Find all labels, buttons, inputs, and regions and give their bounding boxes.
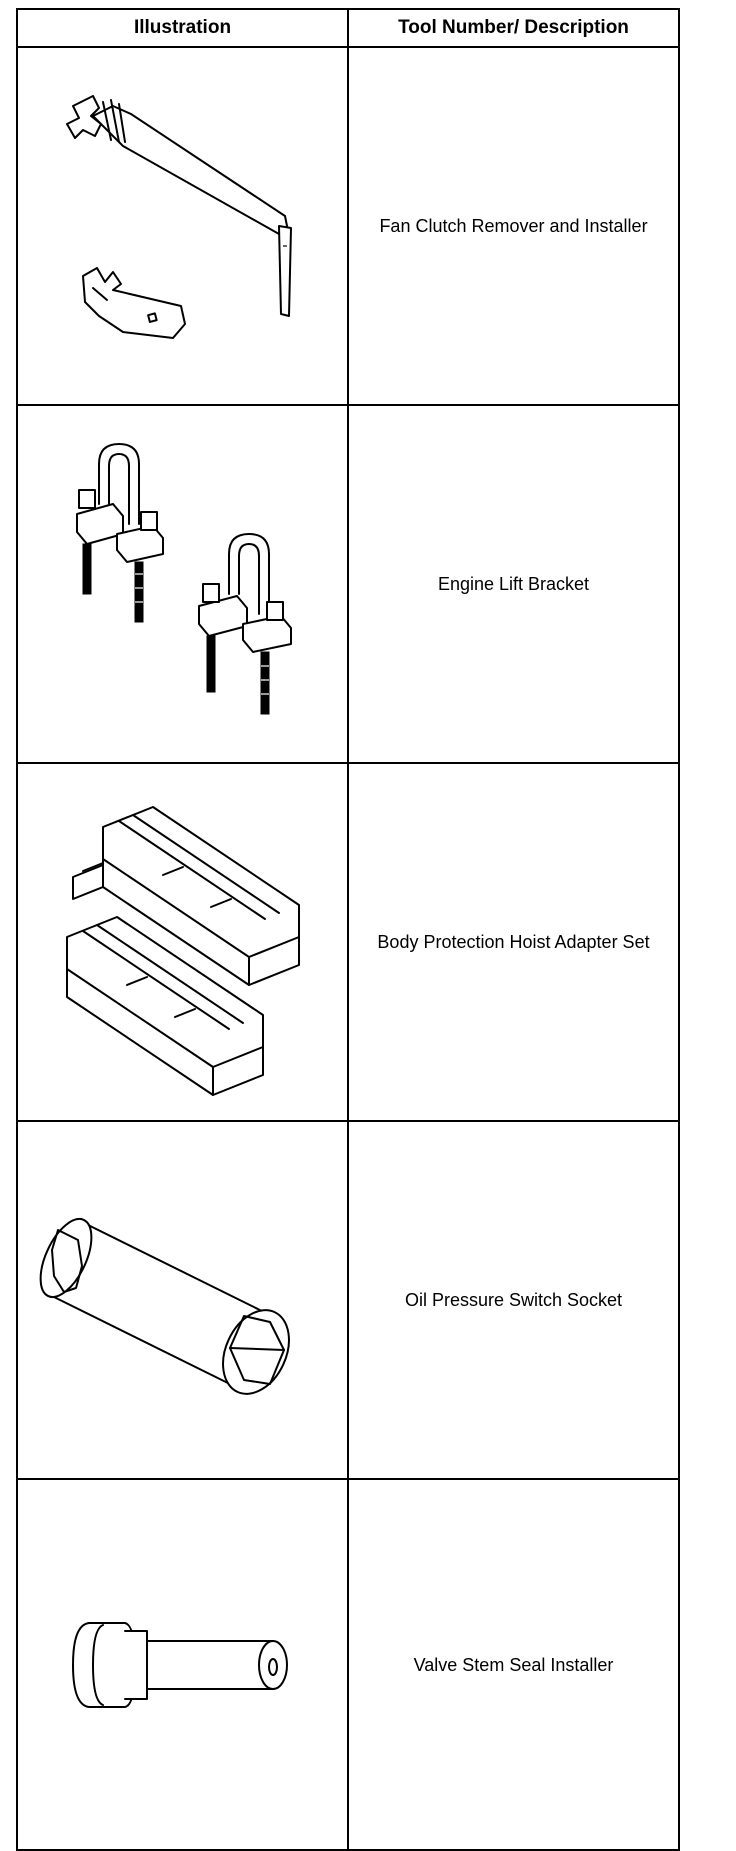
tool-description: Engine Lift Bracket [347, 404, 680, 764]
tool-description: Body Protection Hoist Adapter Set [347, 762, 680, 1122]
seal-installer-icon [71, 1621, 288, 1708]
special-tools-table: Illustration Tool Number/ Description [16, 8, 680, 1851]
tool-description: Oil Pressure Switch Socket [347, 1120, 680, 1480]
illustration-cell [16, 762, 349, 1122]
description-column-header: Tool Number/ Description [347, 8, 680, 48]
illustration-column-header: Illustration [16, 8, 349, 48]
table-row: Engine Lift Bracket [16, 404, 680, 764]
table-header-row: Illustration Tool Number/ Description [16, 8, 680, 48]
engine-lift-bracket-icon [75, 443, 292, 715]
illustration-cell [16, 404, 349, 764]
fan-clutch-wrench-icon [65, 95, 292, 339]
illustration-cell [16, 1478, 349, 1851]
illustration-cell [16, 1120, 349, 1480]
table-row: Valve Stem Seal Installer [16, 1478, 680, 1851]
table-row: Body Protection Hoist Adapter Set [16, 762, 680, 1122]
hoist-adapter-block-icon [65, 806, 300, 1096]
socket-icon [39, 1218, 290, 1395]
tool-description: Fan Clutch Remover and Installer [347, 46, 680, 406]
table-row: Oil Pressure Switch Socket [16, 1120, 680, 1480]
tool-description: Valve Stem Seal Installer [347, 1478, 680, 1851]
illustration-cell [16, 46, 349, 406]
table-row: Fan Clutch Remover and Installer [16, 46, 680, 406]
